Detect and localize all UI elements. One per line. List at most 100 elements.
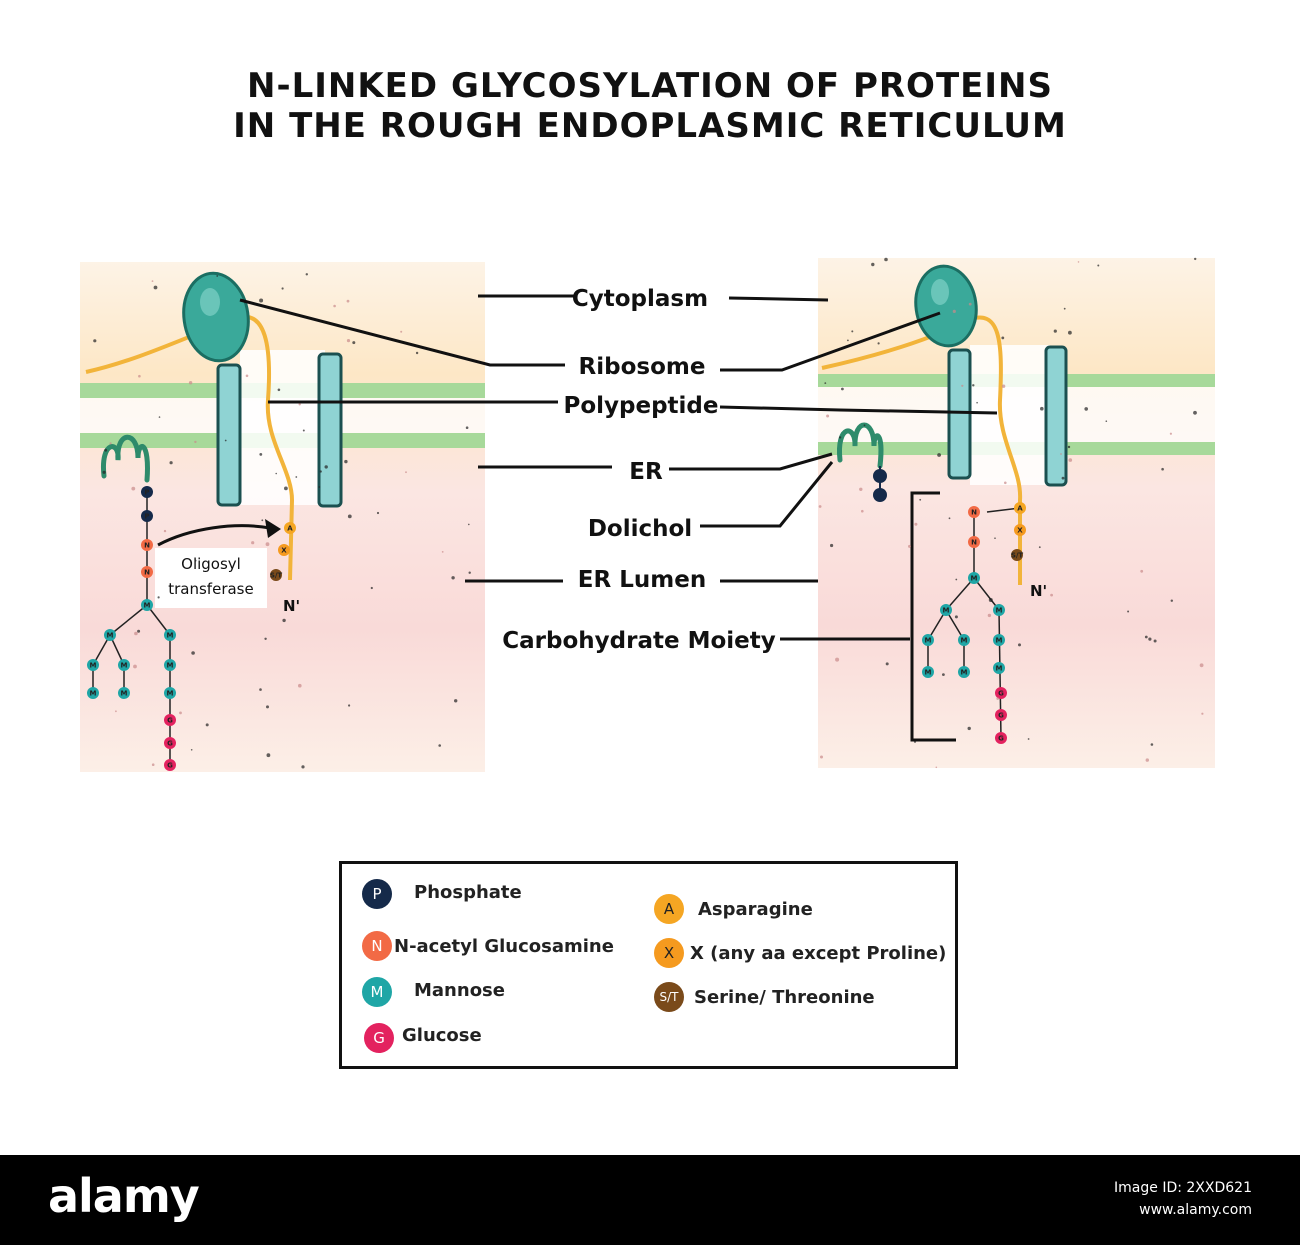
asparagine-bead: A bbox=[1014, 502, 1026, 514]
speckle bbox=[988, 598, 993, 602]
mannose-bead-letter: M bbox=[121, 690, 128, 698]
speckle bbox=[346, 299, 350, 303]
legend-label-glucose: Glucose bbox=[402, 1024, 482, 1046]
speckle bbox=[441, 551, 444, 553]
right-ribosome bbox=[914, 264, 978, 348]
nag-bead-letter: N bbox=[144, 542, 150, 550]
speckle bbox=[1105, 420, 1108, 423]
right-dolichol bbox=[836, 422, 884, 469]
speckle bbox=[194, 559, 197, 562]
speckle bbox=[261, 519, 264, 522]
mannose-bead: M bbox=[141, 599, 153, 611]
speckle bbox=[1040, 406, 1044, 411]
mannose-bead-letter: M bbox=[144, 602, 151, 610]
right-panel-background bbox=[818, 258, 1215, 768]
mannose-bead-letter: M bbox=[167, 662, 174, 670]
speckle bbox=[1001, 384, 1006, 388]
speckle bbox=[968, 302, 972, 306]
label-cytoplasm: Cytoplasm bbox=[572, 286, 708, 312]
speckle bbox=[348, 704, 351, 707]
speckle bbox=[318, 486, 321, 488]
speckle bbox=[191, 651, 195, 655]
mannose-bead: M bbox=[922, 666, 934, 678]
ser-thr-bead: S/T bbox=[270, 569, 282, 581]
speckle bbox=[1084, 407, 1088, 411]
speckle bbox=[1193, 410, 1197, 415]
speckle bbox=[1169, 432, 1172, 435]
right-translocon-pillar-1 bbox=[947, 348, 972, 480]
center-labels: Cytoplasm Ribosome Polypeptide ER Dolich… bbox=[502, 286, 775, 654]
legend-label-phosphate: Phosphate bbox=[414, 881, 522, 903]
legend-item-asparagine: A Asparagine bbox=[654, 894, 813, 924]
speckle bbox=[851, 330, 854, 333]
speckle bbox=[961, 384, 964, 387]
speckle bbox=[976, 401, 978, 404]
speckle bbox=[1199, 663, 1204, 668]
speckle bbox=[861, 509, 864, 513]
label-er: ER bbox=[629, 459, 663, 485]
mannose-bead: M bbox=[87, 687, 99, 699]
speckle bbox=[1144, 635, 1148, 639]
speckle bbox=[102, 470, 106, 474]
phosphate-bead-letter: P bbox=[144, 513, 149, 521]
speckle bbox=[277, 388, 281, 392]
glucose-bead: G bbox=[164, 737, 176, 749]
speckle bbox=[305, 273, 308, 276]
speckle bbox=[275, 472, 278, 475]
speckle bbox=[133, 664, 137, 669]
speckle bbox=[1153, 639, 1157, 643]
speckle bbox=[820, 755, 823, 759]
speckle bbox=[919, 498, 922, 501]
mannose-bead: M bbox=[118, 659, 130, 671]
speckle bbox=[281, 287, 284, 290]
legend-label-nag: N-acetyl Glucosamine bbox=[394, 935, 614, 957]
speckle bbox=[830, 543, 834, 548]
speckle bbox=[468, 523, 470, 526]
speckle bbox=[301, 765, 305, 769]
speckle bbox=[138, 374, 141, 378]
right-translocon-gap bbox=[970, 345, 1050, 485]
label-dolichol: Dolichol bbox=[588, 516, 692, 542]
mannose-bead-letter: M bbox=[996, 637, 1003, 645]
speckle bbox=[259, 688, 262, 691]
glucose-bead: G bbox=[995, 709, 1007, 721]
speckle bbox=[952, 309, 956, 313]
speckle bbox=[863, 424, 866, 427]
glucose-bead: G bbox=[164, 714, 176, 726]
speckle bbox=[157, 596, 160, 599]
speckle bbox=[415, 351, 419, 355]
speckle bbox=[216, 275, 219, 277]
mannose-bead-letter: M bbox=[996, 607, 1003, 615]
legend-item-mannose: M Mannose bbox=[362, 977, 505, 1007]
speckle bbox=[1001, 336, 1005, 340]
speckle bbox=[245, 374, 249, 378]
nag-bead: N bbox=[141, 566, 153, 578]
glucose-bead-letter: G bbox=[998, 690, 1004, 698]
enzyme-label-line-2: transferase bbox=[168, 580, 253, 598]
label-carbohydrate-moiety: Carbohydrate Moiety bbox=[502, 628, 775, 654]
speckle bbox=[346, 339, 351, 343]
speckle bbox=[826, 414, 830, 418]
speckle bbox=[841, 387, 844, 391]
speckle bbox=[1140, 569, 1144, 573]
speckle bbox=[280, 547, 283, 549]
speckle bbox=[137, 629, 141, 633]
glucose-bead-letter: G bbox=[167, 717, 173, 725]
speckle bbox=[1018, 643, 1021, 647]
x-aa-bead-letter: X bbox=[281, 547, 287, 555]
speckle bbox=[1050, 593, 1053, 597]
mannose-bead-letter: M bbox=[167, 632, 174, 640]
left-polypeptide-strand bbox=[85, 314, 295, 581]
mannose-bead-letter: M bbox=[90, 662, 97, 670]
mannose-bead-letter: M bbox=[961, 669, 968, 677]
nag-icon: N bbox=[362, 931, 392, 961]
speckle bbox=[935, 766, 938, 769]
background-speckles bbox=[93, 257, 1204, 769]
nag-bead: N bbox=[141, 539, 153, 551]
phosphate-bead: P bbox=[141, 486, 153, 498]
right-polypeptide-strand bbox=[821, 315, 1023, 585]
speckle bbox=[376, 511, 380, 515]
left-dolichol bbox=[100, 434, 150, 483]
